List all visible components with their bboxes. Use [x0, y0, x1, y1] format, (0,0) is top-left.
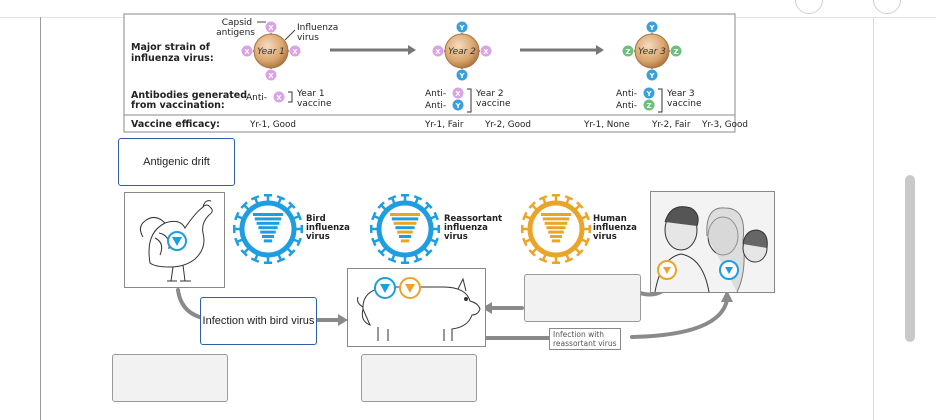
scrollbar-thumb[interactable]: [905, 175, 915, 342]
efficacy-value: Yr-1, Good: [249, 120, 296, 130]
antigen-symbol: Y: [458, 72, 465, 80]
drop-zone-empty-right[interactable]: [524, 274, 641, 322]
antigen-symbol: Y: [454, 102, 461, 110]
anti-prefix: Anti-: [425, 89, 446, 99]
drop-zone-empty-bottom-center[interactable]: [361, 354, 477, 402]
antigen-y-icon: Y: [643, 87, 655, 99]
arrow-year1-to-year2: [330, 45, 416, 55]
antigen-symbol: Z: [646, 102, 651, 110]
content-frame-left-border: [40, 17, 41, 420]
year-label: Year 2: [448, 47, 476, 57]
drop-zone-infection-bird[interactable]: Infection with bird virus: [200, 297, 317, 345]
anti-prefix: Anti-: [616, 89, 637, 99]
arrow-year2-to-year3: [520, 45, 604, 55]
anti-prefix: Anti-: [246, 93, 267, 103]
efficacy-value: Yr-1, None: [583, 120, 630, 130]
virion-year-3: Y Y Z Z Year 3: [622, 21, 682, 81]
antigen-symbol: Y: [648, 24, 655, 32]
antigen-symbol: Y: [458, 24, 465, 32]
antigen-symbol: Z: [625, 48, 630, 56]
antigen-symbol: X: [244, 48, 250, 56]
antigen-y-icon: Y: [646, 69, 658, 81]
virion-year-1: X X X X Year 1: [241, 21, 301, 81]
antigen-x-icon: X: [265, 69, 277, 81]
antigen-symbol: X: [268, 24, 274, 32]
row-header-antibodies: Antibodies generated from vaccination:: [131, 90, 250, 111]
drop-zone-antigenic-drift[interactable]: Antigenic drift: [118, 138, 235, 186]
bracket: [658, 88, 663, 113]
row-header-efficacy: Vaccine efficacy:: [131, 119, 220, 130]
arrow-tag-to-humans: [630, 298, 729, 339]
influenza-leader-line: [284, 29, 296, 41]
human-family-image: [650, 191, 775, 293]
efficacy-value: Yr-3, Good: [701, 120, 748, 130]
year-label: Year 1: [257, 47, 285, 57]
antigen-y-icon: Y: [452, 99, 464, 111]
antigen-x-icon: X: [480, 45, 492, 57]
antigen-symbol: X: [276, 94, 282, 102]
human-virus-icon: [520, 193, 592, 265]
antigen-symbol: X: [455, 90, 461, 98]
antigen-symbol: X: [268, 72, 274, 80]
antigen-z-icon: Z: [622, 45, 634, 57]
efficacy-value: Yr-2, Good: [484, 120, 531, 130]
antigen-y-icon: Y: [456, 21, 468, 33]
virion-year-2: Y Y X X Year 2: [432, 21, 492, 81]
capsid-antigens-label: Capsid antigens: [216, 18, 255, 38]
drop-zone-label: Infection with bird virus: [202, 315, 315, 327]
row-header-major-strain: Major strain of influenza virus:: [131, 42, 214, 64]
anti-prefix: Anti-: [425, 101, 446, 111]
antigen-symbol: Y: [645, 90, 652, 98]
human-virus-label: Human influenza virus: [593, 214, 637, 242]
antigen-z-icon: Z: [643, 99, 655, 111]
strain-table: [123, 13, 736, 133]
bracket: [288, 91, 293, 103]
antigen-y-icon: Y: [646, 21, 658, 33]
antigen-y-icon: Y: [456, 69, 468, 81]
content-frame-right-border: [873, 17, 874, 420]
antigen-symbol: X: [435, 48, 441, 56]
drop-zone-empty-bottom-left[interactable]: [112, 354, 228, 402]
antigen-symbol: Y: [648, 72, 655, 80]
reassortant-infection-tag[interactable]: Infection with reassortant virus: [549, 328, 621, 350]
efficacy-value: Yr-2, Fair: [651, 120, 691, 130]
influenza-virus-label: Influenza virus: [297, 23, 341, 43]
chicken-image: [124, 192, 225, 288]
drop-zone-label: Antigenic drift: [143, 156, 210, 168]
antigen-x-icon: X: [241, 45, 253, 57]
reassortant-virus-label: Reassortant influenza virus: [444, 214, 503, 242]
bird-virus-icon: [232, 193, 304, 265]
antigen-x-icon: X: [273, 91, 285, 103]
antigen-x-icon: X: [265, 21, 277, 33]
efficacy-value: Yr-1, Fair: [424, 120, 464, 130]
antigen-symbol: Z: [673, 48, 678, 56]
bird-virus-label: Bird influenza virus: [306, 214, 350, 242]
antigen-z-icon: Z: [670, 45, 682, 57]
antigen-x-icon: X: [432, 45, 444, 57]
pig-image: [347, 268, 486, 347]
bracket: [467, 88, 472, 113]
reassortant-virus-icon: [369, 193, 441, 265]
antigen-x-icon: X: [289, 45, 301, 57]
anti-prefix: Anti-: [616, 101, 637, 111]
antigen-symbol: X: [483, 48, 489, 56]
antigen-symbol: X: [292, 48, 298, 56]
antigen-x-icon: X: [452, 87, 464, 99]
year-label: Year 3: [638, 47, 666, 57]
arrow-heads: [338, 290, 733, 326]
